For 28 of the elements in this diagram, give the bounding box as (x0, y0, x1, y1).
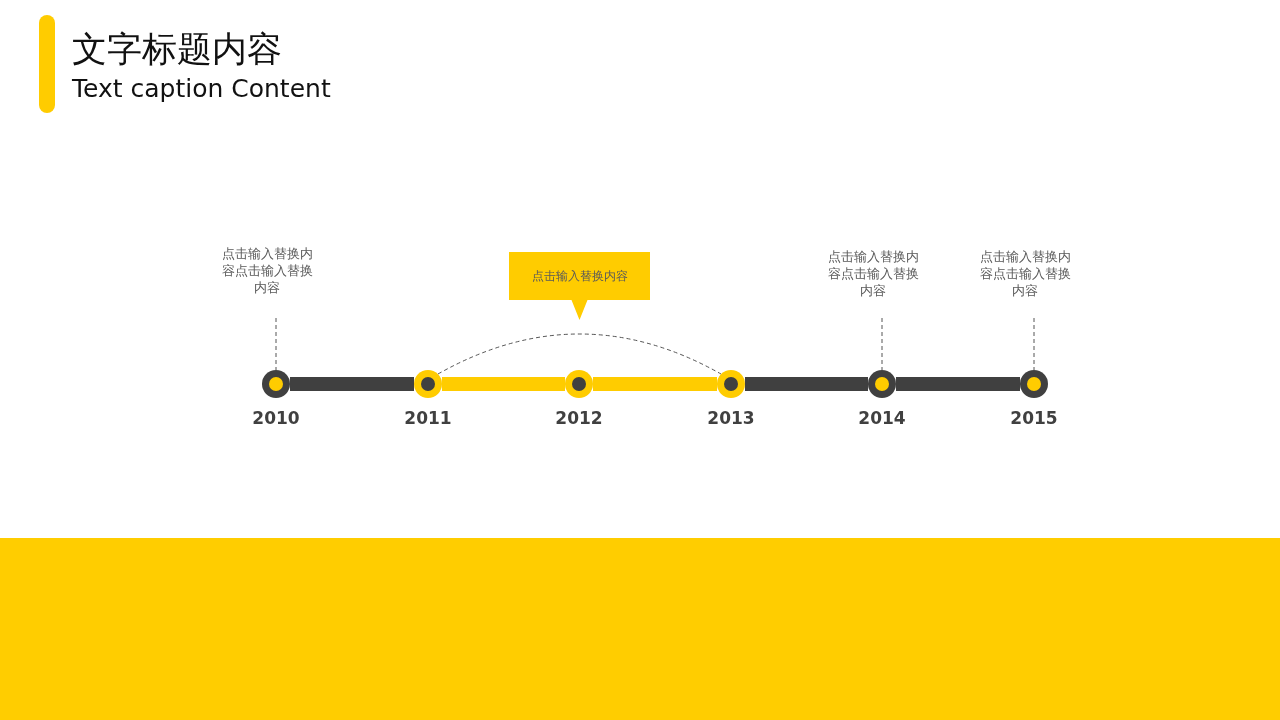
year-label: 2012 (554, 408, 604, 428)
timeline-dot (868, 370, 896, 398)
title: 文字标题内容 (72, 28, 282, 71)
leader-line (881, 317, 883, 371)
description-text: 点击输入替换内容点击输入替换内容 (220, 245, 314, 296)
dashed-arc (437, 333, 722, 375)
leader-line (1033, 317, 1035, 371)
timeline-dot (717, 370, 745, 398)
timeline-segment (745, 377, 868, 391)
description-text: 点击输入替换内容点击输入替换内容 (978, 248, 1072, 299)
timeline-dot (1020, 370, 1048, 398)
year-label: 2010 (251, 408, 301, 428)
speech-bubble (509, 252, 650, 320)
timeline-segment (290, 377, 414, 391)
timeline-dot (262, 370, 290, 398)
timeline-segment (896, 377, 1020, 391)
timeline-segment (442, 377, 565, 391)
description-text: 点击输入替换内容点击输入替换内容 (826, 248, 920, 299)
timeline-dot (565, 370, 593, 398)
year-label: 2011 (403, 408, 453, 428)
timeline-segment (593, 377, 717, 391)
timeline-dot (414, 370, 442, 398)
year-label: 2013 (706, 408, 756, 428)
year-label: 2014 (857, 408, 907, 428)
subtitle: Text caption Content (72, 74, 331, 103)
leader-line (275, 317, 277, 371)
year-label: 2015 (1009, 408, 1059, 428)
bubble-text: 点击输入替换内容 (530, 268, 629, 285)
